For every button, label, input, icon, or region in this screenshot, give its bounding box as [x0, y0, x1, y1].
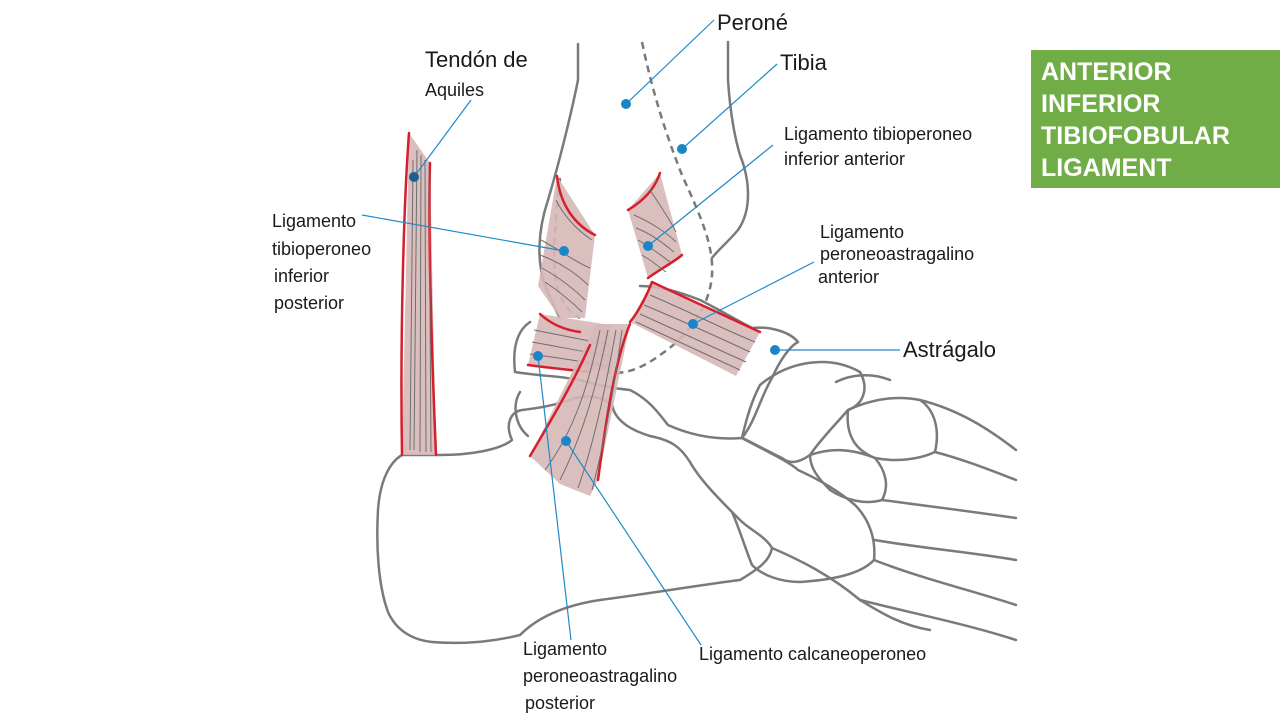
title-line-3: TIBIOFOBULAR	[1041, 122, 1230, 150]
label-tib-per-post-line-4: posterior	[274, 293, 344, 313]
leader-perone	[625, 19, 715, 105]
leader-tibia	[681, 63, 778, 150]
title-line-1: ANTERIOR	[1041, 58, 1172, 86]
labels: Peroné Tibia Astrágalo Tendón de Aquiles…	[272, 10, 996, 713]
label-per-ast-ant: Ligamento peroneoastragalino anterior	[818, 222, 979, 287]
label-per-ast-post-line-2: peroneoastragalino	[523, 666, 677, 686]
navicular-cuneiform-joint	[834, 374, 892, 384]
dot-perone	[621, 99, 631, 109]
label-tib-per-ant-line-2: inferior anterior	[784, 149, 905, 169]
anterior-talofibular-ligament	[628, 280, 762, 376]
label-tibia: Tibia	[780, 50, 828, 75]
posterior-talofibular-ligament-edge-top	[538, 312, 582, 334]
calcaneofibular-ligament-fill	[530, 324, 630, 496]
calcaneofibular-ligament	[528, 322, 632, 496]
calcaneofibular-ligament-edge-right	[596, 322, 632, 482]
anterior-talofibular-ligament-fill	[630, 282, 760, 376]
calcaneus-inner-ridge	[514, 390, 530, 438]
dot-per-ast-post	[533, 351, 543, 361]
dot-tib-per-post	[559, 246, 569, 256]
label-per-ast-ant-line-1: Ligamento	[820, 222, 904, 242]
label-per-ast-post-line-3: posterior	[525, 693, 595, 713]
leader-lines	[361, 19, 900, 646]
metatarsal-2	[873, 498, 1018, 562]
title-box: ANTERIOR INFERIOR TIBIOFOBULAR LIGAMENT	[1031, 50, 1280, 188]
dot-tibia	[677, 144, 687, 154]
calcaneofibular-ligament-fibers	[544, 329, 623, 491]
label-tib-per-ant-line-1: Ligamento tibioperoneo	[784, 124, 972, 144]
metatarsal-1	[918, 398, 1018, 482]
achilles-tendon-edge-left	[400, 131, 411, 457]
title-line-2: INFERIOR	[1041, 90, 1161, 118]
metatarsal-base	[770, 546, 932, 632]
dot-tib-per-ant	[643, 241, 653, 251]
label-tib-per-post-line-2: tibioperoneo	[272, 239, 371, 259]
dot-astragalo	[770, 345, 780, 355]
title-line-4: LIGAMENT	[1041, 154, 1172, 182]
metatarsal-3	[858, 558, 1018, 642]
label-perone: Peroné	[717, 10, 788, 35]
label-tendon-line-2: Aquiles	[425, 80, 484, 100]
leader-tendon	[413, 99, 472, 178]
anterior-tibiofibular-ligament-edge-left	[626, 171, 662, 212]
label-per-ast-ant-line-2: peroneoastragalino	[820, 244, 974, 264]
dot-per-ast-ant	[688, 319, 698, 329]
label-calc-per: Ligamento calcaneoperoneo	[699, 644, 926, 664]
label-tib-per-post-line-1: Ligamento	[272, 211, 356, 231]
anterior-tibiofibular-ligament-edge-right	[646, 253, 684, 280]
leader-tib-per-ant	[647, 144, 774, 247]
label-tib-per-post: Ligamento tibioperoneo inferior posterio…	[272, 211, 376, 313]
leader-calc-per	[565, 440, 702, 646]
label-tendon: Tendón de Aquiles	[425, 47, 532, 100]
cuneiform-2	[808, 448, 888, 504]
anterior-talofibular-ligament-edge-side	[628, 280, 654, 324]
calcaneofibular-ligament-edge-left	[528, 343, 592, 458]
achilles-tendon	[400, 131, 438, 457]
dot-calc-per	[561, 436, 571, 446]
dot-tendon	[409, 172, 419, 182]
anterior-talofibular-ligament-edge-top	[650, 280, 762, 334]
tibia-outline	[710, 40, 750, 260]
label-tib-per-ant: Ligamento tibioperoneo inferior anterior	[784, 124, 977, 169]
label-astragalo: Astrágalo	[903, 337, 996, 362]
label-per-ast-ant-line-3: anterior	[818, 267, 879, 287]
label-per-ast-post: Ligamento peroneoastragalino posterior	[523, 639, 682, 713]
achilles-tendon-fibers	[409, 149, 432, 453]
label-dots	[409, 99, 780, 446]
cuneiform-1	[846, 396, 939, 462]
leader-tib-per-post	[361, 214, 565, 252]
label-per-ast-post-line-1: Ligamento	[523, 639, 607, 659]
label-tendon-line-1: Tendón de	[425, 47, 528, 72]
posterior-tibiofibular-ligament-fibers	[539, 199, 593, 313]
tibia-dashed-outline	[607, 41, 714, 374]
leader-per-ast-post	[537, 355, 572, 641]
anterior-talofibular-ligament-fibers	[635, 294, 756, 371]
posterior-tibiofibular-ligament-edge	[555, 174, 597, 237]
leader-per-ast-ant	[692, 261, 815, 325]
label-tib-per-post-line-3: inferior	[274, 266, 329, 286]
